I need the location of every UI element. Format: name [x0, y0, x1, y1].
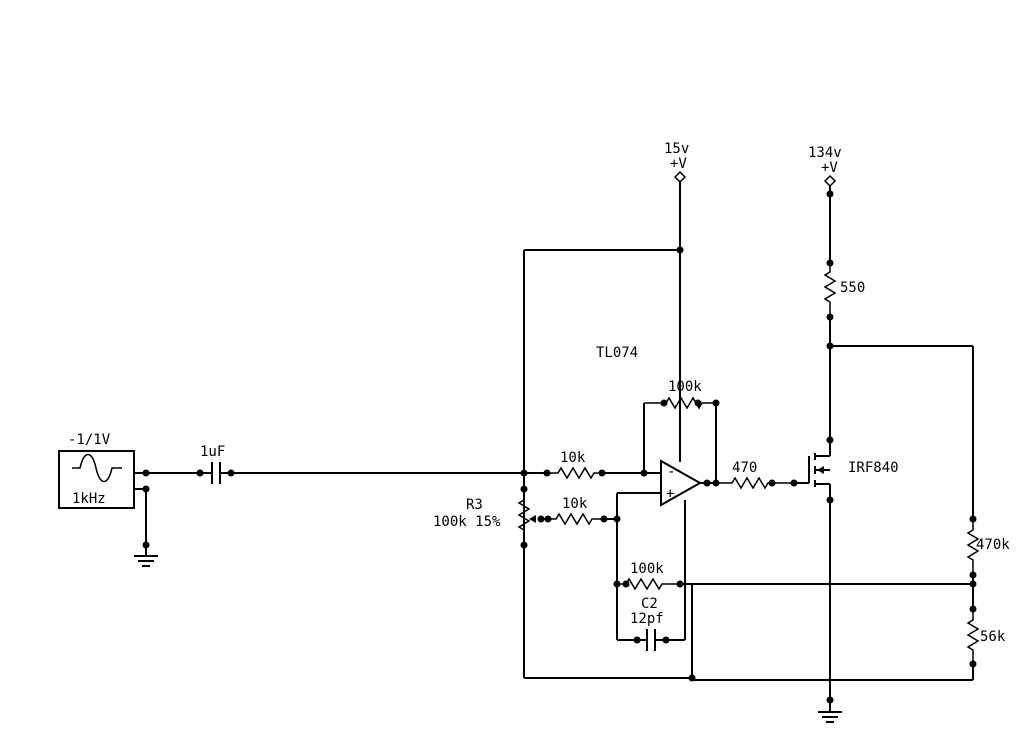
- supply-15v-label: 15v: [664, 141, 689, 157]
- source-frequency-label: 1kHz: [72, 491, 106, 507]
- pot-resistor-label: 10k: [562, 496, 588, 512]
- supply-134v-label: 134v: [808, 145, 842, 161]
- supply-15v-symbol: +V: [670, 156, 687, 172]
- supply-134v-symbol: +V: [821, 160, 838, 176]
- opamp-plus-label: +: [666, 486, 674, 502]
- opamp-icon[interactable]: [660, 459, 703, 507]
- cap-c2-value: 12pf: [630, 611, 664, 627]
- input-resistor-label: 10k: [560, 450, 586, 466]
- drain-resistor-label: 550: [840, 280, 865, 296]
- capacitor-icon[interactable]: [211, 462, 221, 484]
- ground-icon: [818, 700, 842, 723]
- resistor-icon[interactable]: [644, 396, 716, 410]
- opamp-part-label: TL074: [596, 345, 638, 361]
- gate-resistor-label: 470: [732, 460, 757, 476]
- potentiometer-icon[interactable]: [517, 489, 536, 545]
- divider-top-label: 470k: [976, 537, 1010, 553]
- lower-resistor-label: 100k: [630, 561, 664, 577]
- resistor-icon[interactable]: [966, 519, 980, 575]
- pot-value-label: 100k 15%: [433, 514, 501, 530]
- sine-source-icon[interactable]: [58, 450, 135, 509]
- cap-c2-name: C2: [641, 596, 658, 612]
- resistor-icon[interactable]: [966, 609, 980, 664]
- opamp-minus-label: -: [667, 464, 675, 480]
- source-amplitude-label: -1/1V: [68, 432, 111, 448]
- supply-terminal-icon: [823, 174, 837, 188]
- mosfet-icon[interactable]: [794, 453, 830, 487]
- supply-terminal-icon: [673, 170, 687, 184]
- resistor-icon[interactable]: [716, 476, 794, 490]
- coupling-cap-label: 1uF: [200, 444, 225, 460]
- mosfet-part-label: IRF840: [848, 460, 899, 476]
- feedback-resistor-label: 100k: [668, 379, 702, 395]
- resistor-icon[interactable]: [823, 263, 837, 317]
- divider-bottom-label: 56k: [980, 629, 1006, 645]
- capacitor-icon[interactable]: [646, 629, 656, 651]
- pot-name-label: R3: [466, 497, 483, 513]
- resistor-icon[interactable]: [541, 512, 604, 526]
- resistor-icon[interactable]: [547, 466, 602, 480]
